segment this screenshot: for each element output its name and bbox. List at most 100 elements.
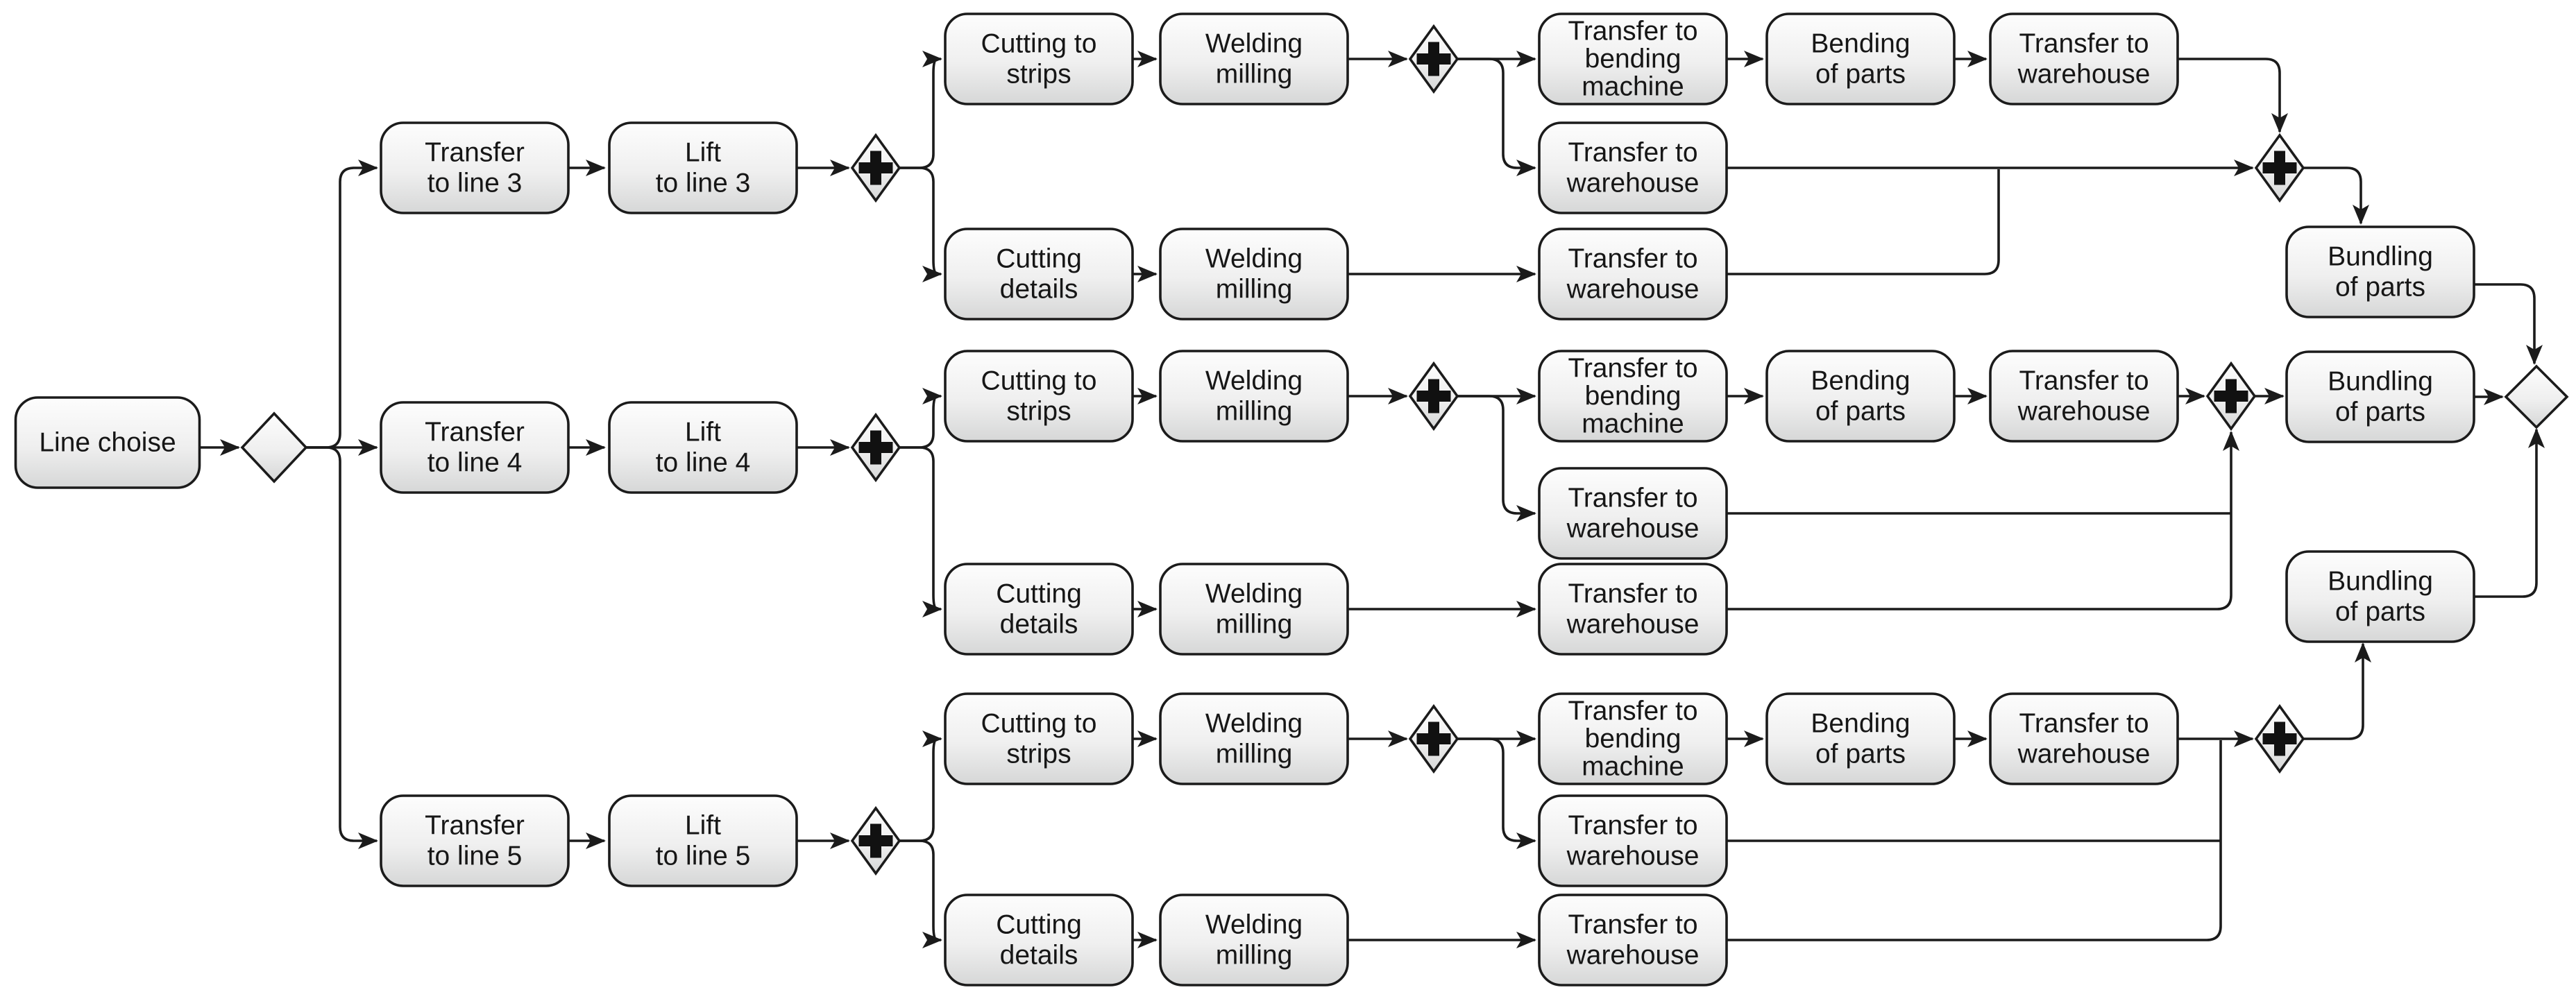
flow-edge-gw-fork-5-to-warehouse-5b (1457, 737, 1536, 849)
flow-edge-gw-join-3-to-bundling-3 (2303, 166, 2369, 225)
task-box (1538, 228, 1728, 321)
task-box (1159, 692, 1349, 785)
task-box (1538, 894, 1728, 986)
task-box (2285, 225, 2475, 318)
flow-edge-warehouse-4c-to-gw-join-4 (1727, 431, 2239, 610)
task-box (1538, 467, 1728, 560)
gateway-diamond (240, 411, 308, 484)
task-box (1159, 894, 1349, 986)
flow-edge-gw-line-choice-to-transfer-line-5 (306, 446, 378, 849)
gw-fork-5 (1408, 703, 1459, 774)
flow-edge-gw-split-4-to-cutting-strips-4 (899, 388, 942, 449)
task-line-choise: Line choise (14, 396, 201, 489)
task-box (608, 794, 798, 887)
gw-split-4 (850, 412, 901, 483)
flow-edge-warehouse-3c-to-gw-join-3 (1727, 169, 2000, 275)
task-box (944, 692, 1134, 785)
plus-icon (858, 151, 893, 185)
task-box (1538, 692, 1728, 785)
task-box (1989, 350, 2179, 443)
flow-edge-bundling-5-to-gw-final (2474, 428, 2545, 598)
gw-join-5 (2254, 703, 2305, 774)
gw-fork-3 (1408, 24, 1459, 94)
task-label: Line choise (39, 428, 176, 458)
flow-edge-gw-split-3-to-cutting-strips-3 (899, 51, 942, 169)
gw-split-3 (850, 133, 901, 203)
flow-edge-gw-split-5-to-cutting-details-5 (899, 839, 942, 948)
task-box (608, 121, 798, 214)
plus-icon (1416, 379, 1451, 413)
flow-edge-gw-fork-4-to-warehouse-4b (1457, 395, 1536, 522)
edges-layer (200, 51, 2545, 948)
task-box (1989, 12, 2179, 105)
task-box (14, 396, 201, 489)
gw-fork-4 (1408, 361, 1459, 432)
gateway-diamond (2504, 364, 2569, 429)
task-box (2285, 550, 2475, 643)
plus-icon (1416, 721, 1451, 756)
gw-join-4 (2205, 361, 2257, 432)
task-box (1765, 12, 1956, 105)
gw-split-5 (850, 805, 901, 876)
flow-edge-gw-join-5-to-bundling-5 (2303, 642, 2371, 740)
flow-edge-gw-split-4-to-cutting-details-4 (899, 446, 942, 617)
plus-icon (1416, 42, 1451, 76)
flow-edge-gw-split-5-to-cutting-strips-5 (899, 731, 942, 842)
task-box (1765, 350, 1956, 443)
task-box (1538, 794, 1728, 887)
task-box (1989, 692, 2179, 785)
flow-edge-bundling-3-to-gw-final (2474, 283, 2543, 365)
plus-icon (858, 823, 893, 858)
task-box (944, 12, 1134, 105)
